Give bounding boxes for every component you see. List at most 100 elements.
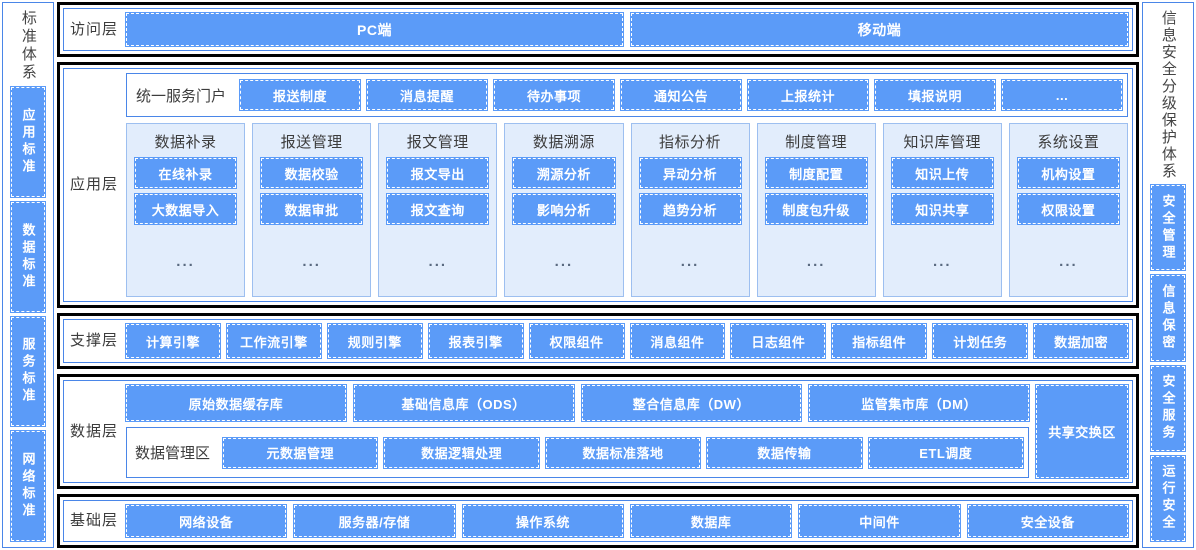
support-layer-inner: 支撑层 计算引擎 工作流引擎 规则引擎 报表引擎 权限组件 消息组件 日志组件 … — [63, 319, 1133, 363]
module-item-knowledge-sharing[interactable]: 知识共享 — [890, 193, 994, 225]
portal-item-filling-instructions[interactable]: 填报说明 — [874, 79, 997, 111]
module-more-glyph: ... — [806, 252, 826, 270]
module-title: 制度管理 — [785, 134, 848, 151]
module-item-message-query[interactable]: 报文查询 — [386, 193, 490, 225]
data-store-ods[interactable]: 基础信息库（ODS） — [352, 384, 575, 422]
support-item-compute-engine[interactable]: 计算引擎 — [125, 323, 221, 359]
layer-stack: 访问层 PC端 移动端 应用层 统一服务门户 报送制度 消息提醒 待办事项 — [54, 2, 1142, 548]
support-item-permission-component[interactable]: 权限组件 — [528, 323, 625, 359]
module-system-settings: 系统设置 机构设置 权限设置 ... — [1008, 123, 1128, 297]
portal-item-more[interactable]: ... — [1001, 79, 1124, 111]
access-layer-inner: 访问层 PC端 移动端 — [63, 8, 1133, 51]
data-layer-inner: 数据层 原始数据缓存库 基础信息库（ODS） 整合信息库（DW） 监管集市库（D… — [63, 380, 1133, 483]
infra-item-network-device[interactable]: 网络设备 — [124, 504, 288, 538]
module-item-data-validation[interactable]: 数据校验 — [260, 157, 364, 189]
module-knowledge-base-management: 知识库管理 知识上传 知识共享 ... — [882, 123, 1002, 297]
data-store-raw-cache[interactable]: 原始数据缓存库 — [125, 384, 347, 422]
left-rail-chip-network-standard[interactable]: 网络标准 — [10, 430, 46, 542]
infra-item-security-device[interactable]: 安全设备 — [966, 504, 1129, 538]
left-rail-chip-application-standard[interactable]: 应用标准 — [10, 86, 46, 198]
support-layer: 支撑层 计算引擎 工作流引擎 规则引擎 报表引擎 权限组件 消息组件 日志组件 … — [57, 313, 1139, 369]
module-data-tracing: 数据溯源 溯源分析 影响分析 ... — [504, 123, 624, 297]
data-layer-body: 原始数据缓存库 基础信息库（ODS） 整合信息库（DW） 监管集市库（DM） 数… — [125, 384, 1129, 479]
module-title: 知识库管理 — [903, 134, 982, 151]
infra-item-database[interactable]: 数据库 — [629, 504, 793, 538]
data-layer-label: 数据层 — [69, 422, 118, 440]
module-policy-management: 制度管理 制度配置 制度包升级 ... — [756, 123, 876, 297]
application-layer: 应用层 统一服务门户 报送制度 消息提醒 待办事项 通知公告 上报统计 填报说明… — [57, 62, 1139, 308]
access-item-pc[interactable]: PC端 — [125, 12, 624, 47]
support-layer-label: 支撑层 — [69, 332, 118, 350]
support-item-message-component[interactable]: 消息组件 — [629, 323, 726, 359]
portal-item-message-reminder[interactable]: 消息提醒 — [366, 79, 489, 111]
application-modules: 数据补录 在线补录 大数据导入 ... 报送管理 数据校验 数据审批 ... — [126, 123, 1128, 297]
left-rail-chip-service-standard[interactable]: 服务标准 — [10, 315, 46, 428]
data-store-dm[interactable]: 监管集市库（DM） — [808, 384, 1030, 422]
portal-label: 统一服务门户 — [136, 87, 227, 105]
support-item-workflow-engine[interactable]: 工作流引擎 — [225, 323, 322, 359]
right-rail-chip-operation-security[interactable]: 运行安全 — [1150, 454, 1186, 543]
module-item-policy-package-upgrade[interactable]: 制度包升级 — [764, 193, 868, 225]
module-title: 指标分析 — [659, 134, 722, 151]
module-item-bigdata-import[interactable]: 大数据导入 — [133, 193, 238, 225]
module-more-glyph: ... — [933, 252, 952, 270]
module-item-tracing-analysis[interactable]: 溯源分析 — [512, 157, 616, 189]
support-item-indicator-component[interactable]: 指标组件 — [831, 323, 928, 359]
module-item-organization-settings[interactable]: 机构设置 — [1016, 157, 1121, 189]
infra-item-server-storage[interactable]: 服务器/存储 — [293, 504, 456, 538]
shared-exchange-zone[interactable]: 共享交换区 — [1035, 384, 1129, 479]
right-rail-chip-security-service[interactable]: 安全服务 — [1150, 364, 1186, 452]
module-item-data-approval[interactable]: 数据审批 — [260, 193, 364, 225]
module-title: 数据补录 — [154, 134, 217, 151]
module-title: 报文管理 — [406, 134, 469, 151]
module-data-entry: 数据补录 在线补录 大数据导入 ... — [126, 123, 246, 297]
infra-item-middleware[interactable]: 中间件 — [798, 504, 961, 538]
infrastructure-layer-inner: 基础层 网络设备 服务器/存储 操作系统 数据库 中间件 安全设备 — [63, 500, 1133, 542]
infra-item-operating-system[interactable]: 操作系统 — [461, 504, 624, 538]
portal-item-report-statistics[interactable]: 上报统计 — [747, 79, 870, 111]
support-item-scheduled-task[interactable]: 计划任务 — [932, 323, 1029, 359]
module-message-management: 报文管理 报文导出 报文查询 ... — [378, 123, 498, 297]
right-rail-chip-security-management[interactable]: 安全管理 — [1150, 183, 1186, 272]
data-store-dw[interactable]: 整合信息库（DW） — [580, 384, 803, 422]
module-item-permission-settings[interactable]: 权限设置 — [1016, 193, 1121, 225]
support-item-rule-engine[interactable]: 规则引擎 — [326, 323, 423, 359]
data-zone-item-data-transmission[interactable]: 数据传输 — [706, 436, 863, 469]
data-layer-left: 原始数据缓存库 基础信息库（ODS） 整合信息库（DW） 监管集市库（DM） 数… — [125, 384, 1030, 478]
module-item-message-export[interactable]: 报文导出 — [386, 157, 490, 189]
module-title: 数据溯源 — [532, 134, 595, 151]
support-item-log-component[interactable]: 日志组件 — [730, 323, 827, 359]
data-stores-row: 原始数据缓存库 基础信息库（ODS） 整合信息库（DW） 监管集市库（DM） — [125, 384, 1030, 422]
access-item-mobile[interactable]: 移动端 — [630, 12, 1129, 47]
module-more-glyph: ... — [302, 252, 321, 270]
data-zone-item-data-standard-landing[interactable]: 数据标准落地 — [544, 436, 702, 469]
portal-item-reporting-system[interactable]: 报送制度 — [239, 79, 362, 111]
module-more-glyph: ... — [176, 252, 195, 270]
left-rail-chip-data-standard[interactable]: 数据标准 — [10, 200, 46, 313]
module-more-glyph: ... — [428, 252, 448, 270]
module-item-policy-config[interactable]: 制度配置 — [764, 157, 868, 189]
support-item-report-engine[interactable]: 报表引擎 — [427, 323, 524, 359]
access-layer-items: PC端 移动端 — [125, 12, 1129, 47]
data-zone-item-data-logic-processing[interactable]: 数据逻辑处理 — [383, 436, 540, 469]
data-zone-item-etl-scheduling[interactable]: ETL调度 — [867, 436, 1024, 469]
module-item-trend-analysis[interactable]: 趋势分析 — [638, 193, 742, 225]
application-layer-inner: 应用层 统一服务门户 报送制度 消息提醒 待办事项 通知公告 上报统计 填报说明… — [63, 68, 1133, 302]
module-more-glyph: ... — [680, 252, 700, 270]
data-zone-item-metadata-management[interactable]: 元数据管理 — [222, 436, 379, 469]
right-rail-chip-information-confidentiality[interactable]: 信息保密 — [1150, 274, 1186, 362]
module-item-online-entry[interactable]: 在线补录 — [133, 157, 238, 189]
module-item-impact-analysis[interactable]: 影响分析 — [512, 193, 616, 225]
application-layer-label: 应用层 — [69, 176, 118, 194]
module-more-glyph: ... — [554, 252, 574, 270]
left-rail-standards-system: 标准体系 应用标准 数据标准 服务标准 网络标准 — [2, 2, 54, 548]
module-item-knowledge-upload[interactable]: 知识上传 — [890, 157, 994, 189]
access-layer: 访问层 PC端 移动端 — [57, 2, 1139, 57]
module-title: 系统设置 — [1037, 134, 1100, 151]
portal-item-todo[interactable]: 待办事项 — [493, 79, 616, 111]
module-title: 报送管理 — [280, 134, 343, 151]
portal-item-notice[interactable]: 通知公告 — [620, 79, 743, 111]
module-item-anomaly-analysis[interactable]: 异动分析 — [638, 157, 742, 189]
support-item-data-encryption[interactable]: 数据加密 — [1033, 323, 1130, 359]
